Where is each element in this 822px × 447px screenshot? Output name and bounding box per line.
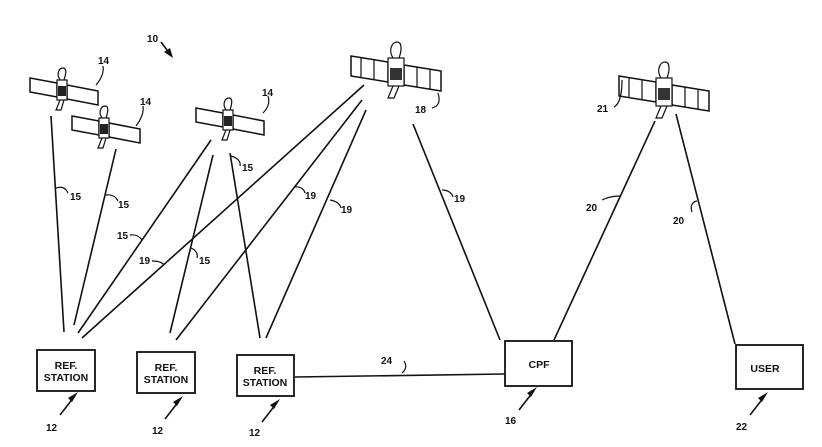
ref-station-1: REF. STATION [36,349,96,392]
svg-text:CPF: CPF [529,359,551,371]
ref-12: 12 [249,428,261,439]
system-ref-arrow [160,41,173,58]
svg-text:REF.: REF. [254,365,277,377]
broadcast-links [553,113,736,345]
user-box: USER [735,344,804,390]
svg-text:STATION: STATION [243,377,288,389]
gps-links [50,115,261,339]
ref-15: 15 [118,200,130,211]
ref-15: 15 [70,192,82,203]
ref-22: 22 [736,422,748,433]
ref-15: 15 [199,256,211,267]
ref-19: 19 [305,191,317,202]
leader-18 [431,92,440,109]
ref-10: 10 [147,34,159,45]
ref-12: 12 [152,426,164,437]
ref-station-2: REF. STATION [136,351,196,394]
ref-19: 19 [454,194,466,205]
satellite-broadcast [618,61,710,119]
ref-station-3: REF. STATION [236,354,295,397]
ref-12: 12 [46,423,58,434]
svg-text:STATION: STATION [44,372,89,384]
satellite-relay [350,41,442,99]
ref-24: 24 [381,356,393,367]
svg-text:STATION: STATION [144,374,189,386]
ref-15: 15 [117,231,129,242]
svg-text:REF.: REF. [55,360,78,372]
ground-link [294,373,506,378]
uplink-links [81,84,501,341]
ref-21: 21 [597,104,609,115]
leader-14a [95,65,104,86]
satellite-gps-3 [195,97,265,141]
satellite-gps-1 [29,67,99,111]
ref-20: 20 [673,216,685,227]
box-ref-arrows [59,387,768,423]
cpf-box: CPF [504,340,573,387]
satellite-gps-2 [71,105,141,149]
svg-text:USER: USER [750,363,780,375]
ref-19: 19 [341,205,353,216]
ref-14: 14 [262,88,274,99]
ref-14: 14 [140,97,152,108]
ref-20: 20 [586,203,598,214]
leader-14c [262,95,270,114]
ref-18: 18 [415,105,427,116]
leader-21 [613,79,623,108]
ref-19: 19 [139,256,151,267]
ref-15: 15 [242,163,254,174]
ref-14: 14 [98,56,110,67]
leader-14b [135,105,144,127]
ref-16: 16 [505,416,517,427]
svg-text:REF.: REF. [155,362,178,374]
